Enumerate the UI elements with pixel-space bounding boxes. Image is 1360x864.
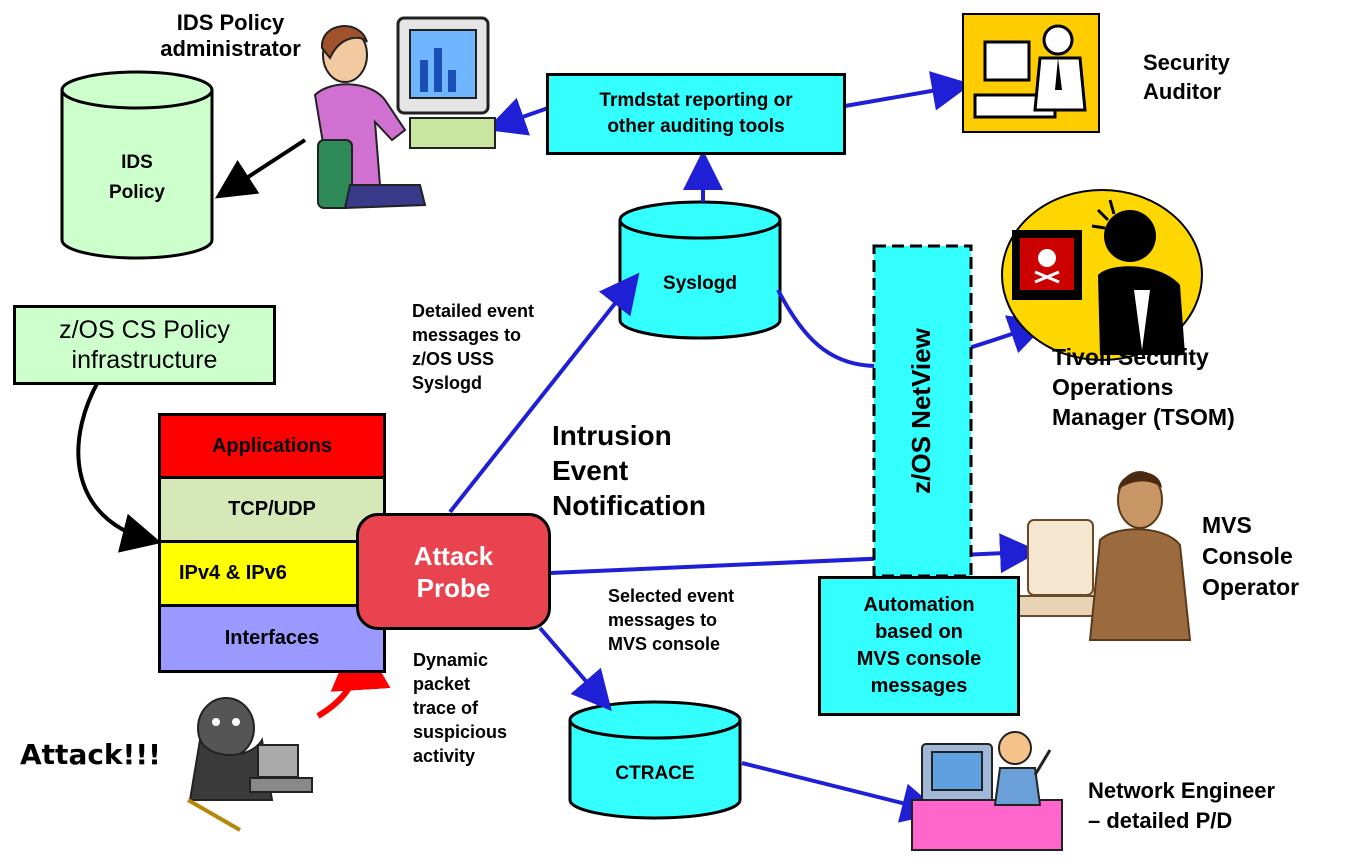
ids-policy-cylinder <box>60 70 214 260</box>
security-operator-skull-screen-icon <box>1001 189 1203 361</box>
trmdstat-box: Trmdstat reporting or other auditing too… <box>546 73 846 155</box>
arrow-probe-to-ctrace <box>538 626 612 712</box>
automation-box: Automation based on MVS console messages <box>818 576 1020 716</box>
arrow-admin-to-ids-policy <box>214 138 307 199</box>
dynamic-trace-label: Dynamic packet trace of suspicious activ… <box>413 650 508 766</box>
tsom-label: Tivoli Security Operations Manager (TSOM… <box>1052 344 1235 430</box>
arrow-ctrace-to-engineer <box>741 761 942 823</box>
arrow-trmdstat-to-admin <box>485 97 549 136</box>
engineer-at-desk-icon <box>911 731 1063 851</box>
attacker-hacker-icon <box>187 697 313 832</box>
auditor-at-desk-icon <box>962 13 1100 133</box>
person-at-computer-icon <box>313 16 496 210</box>
ctrace-cylinder <box>568 700 742 820</box>
netview-bar <box>872 244 973 578</box>
console-operator-icon <box>1009 471 1192 641</box>
policy-infra-box: z/OS CS Policy infrastructure <box>13 305 276 385</box>
selected-events-label: Selected event messages to MVS console <box>608 586 735 654</box>
stack-layer-interfaces: Interfaces <box>158 604 386 673</box>
intrusion-event-notification-label: Intrusion Event Notification <box>552 420 706 521</box>
protocol-stack: Applications TCP/UDP IPv4 & IPv6 Interfa… <box>158 413 386 673</box>
stack-layer-tcp-udp: TCP/UDP <box>158 476 386 543</box>
syslogd-label: Syslogd <box>663 273 737 294</box>
syslogd-cylinder <box>618 200 782 340</box>
arrow-policy-infra-to-stack <box>76 368 162 553</box>
stack-layer-applications: Applications <box>158 413 386 479</box>
detailed-events-label: Detailed event messages to z/OS USS Sysl… <box>412 301 535 393</box>
arrow-syslogd-to-tsom <box>776 289 1050 368</box>
netview-label: z/OS NetView <box>906 327 936 493</box>
attack-probe-box: Attack Probe <box>356 513 551 630</box>
ctrace-label: CTRACE <box>615 763 694 784</box>
network-engineer-label: Network Engineer – detailed P/D <box>1088 778 1276 833</box>
security-auditor-label: Security Auditor <box>1143 50 1230 104</box>
ids-admin-label: IDS Policy administrator <box>160 10 301 61</box>
stack-layer-ipv4-ipv6: IPv4 & IPv6 <box>158 540 386 607</box>
attack-label: Attack!!! <box>20 738 161 771</box>
arrow-probe-to-syslogd <box>448 272 640 514</box>
mvs-operator-label: MVS Console Operator <box>1202 512 1300 600</box>
arrow-trmdstat-to-auditor <box>844 71 972 111</box>
